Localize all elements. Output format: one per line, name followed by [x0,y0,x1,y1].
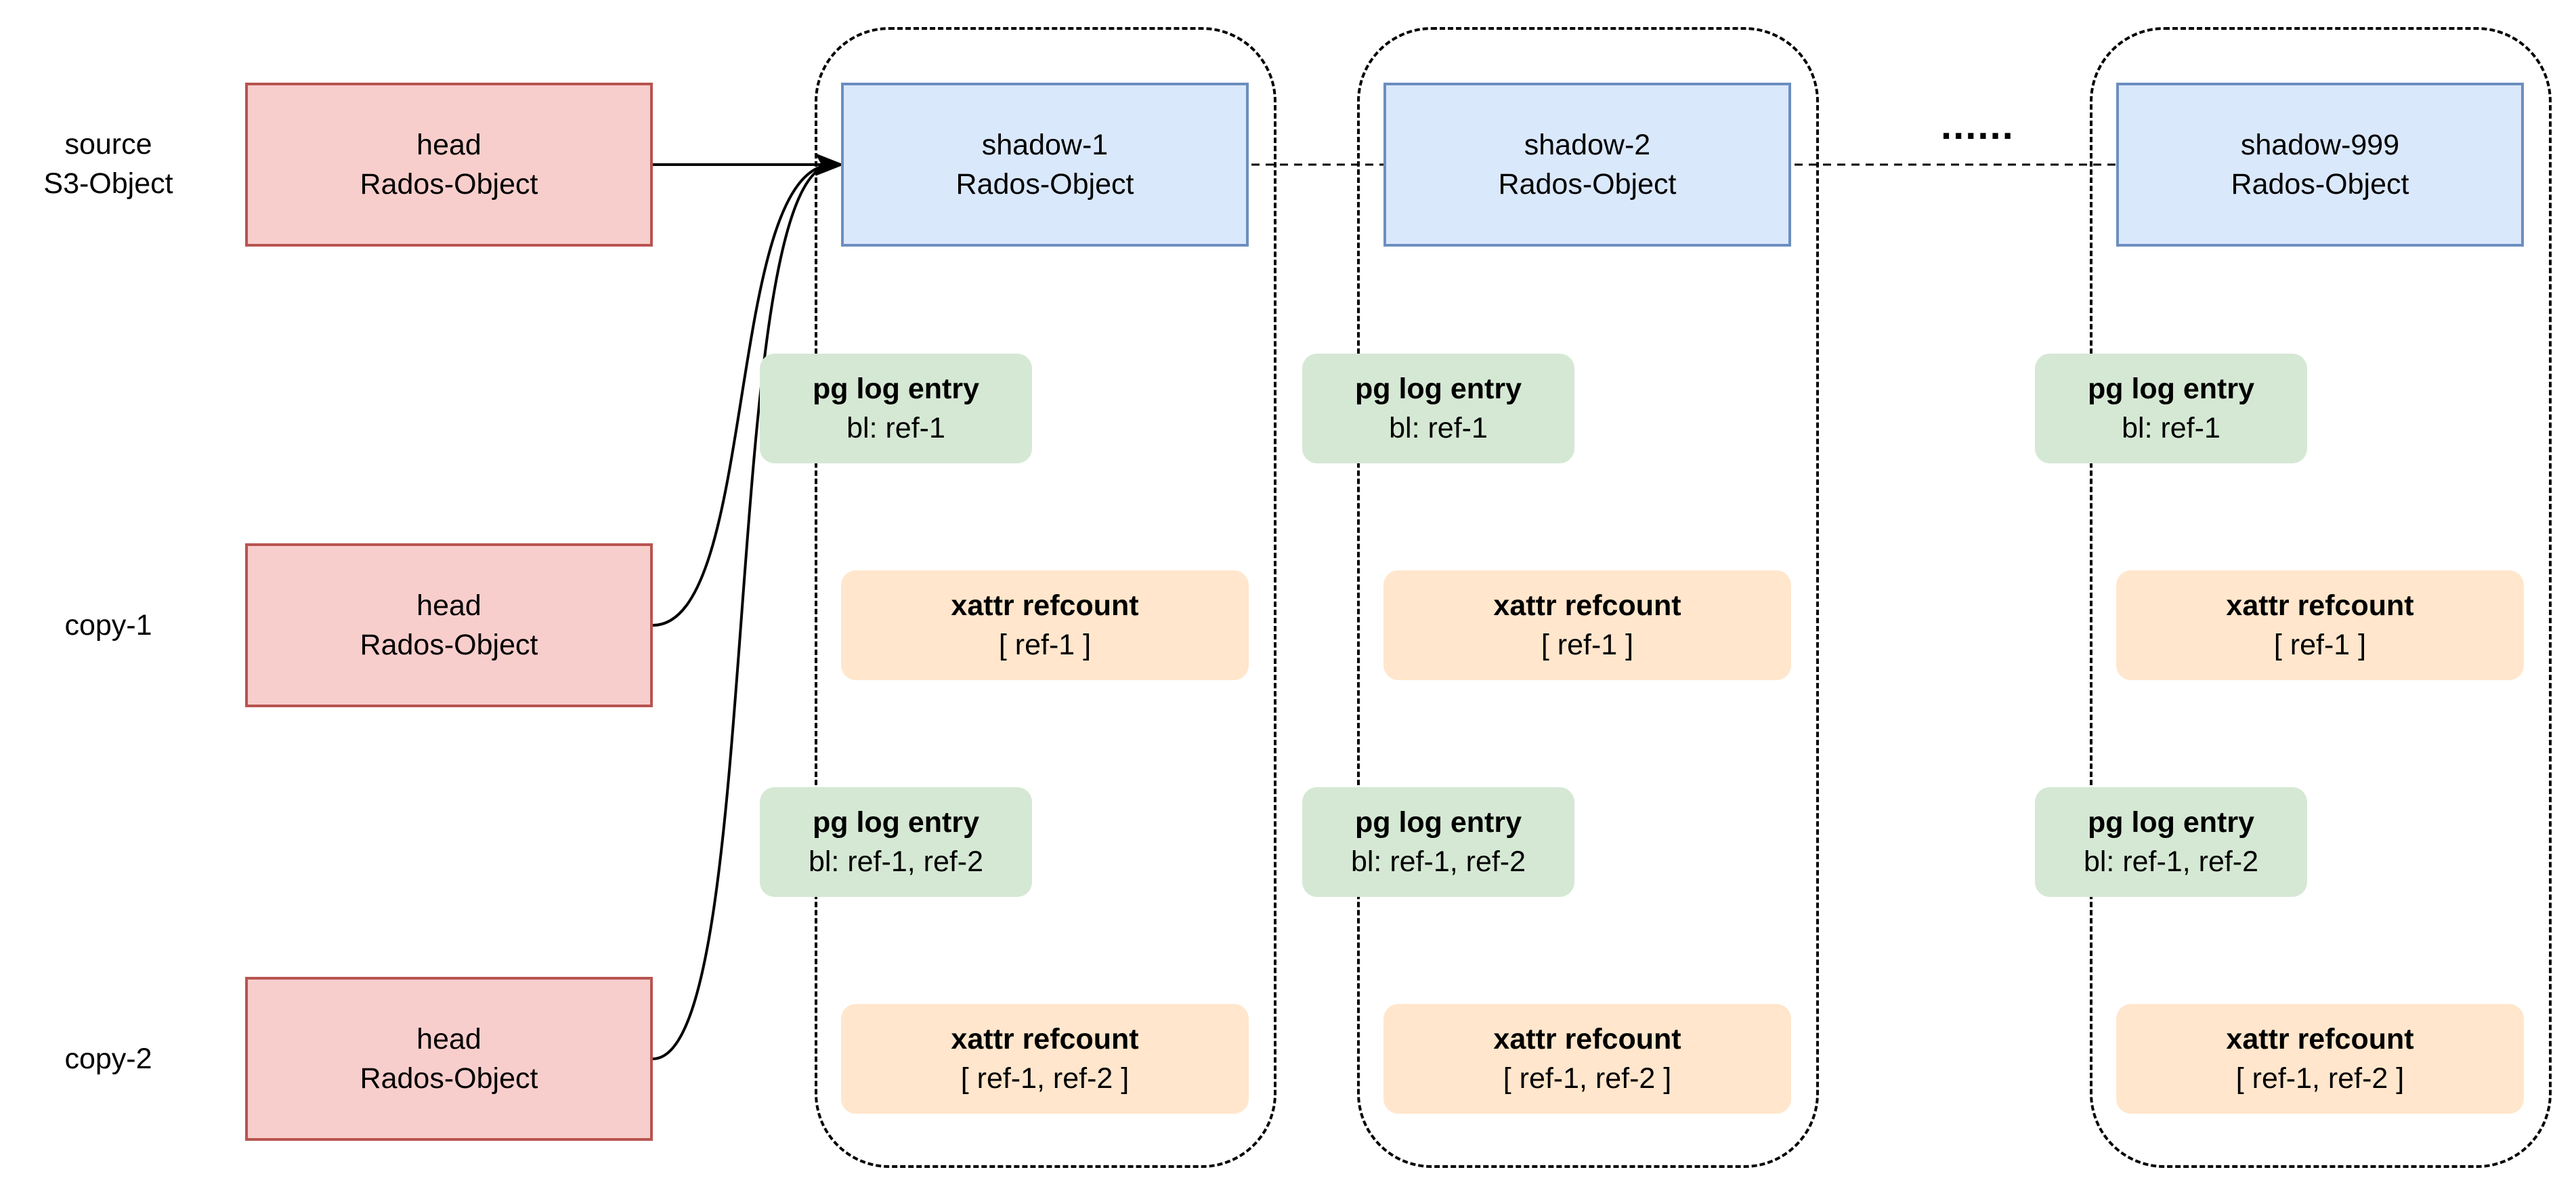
shadow-1-group [815,27,1276,1168]
shadow-999-object: shadow-999 Rados-Object [2116,83,2524,247]
pg-log-value: bl: ref-1 [2122,412,2220,444]
pg-log-title: pg log entry [812,806,980,839]
shadow-1-pg-log-entry-1: pg log entry bl: ref-1 [760,354,1032,463]
shadow-999-xattr-refcount-2: xattr refcount [ ref-1, ref-2 ] [2116,1004,2524,1114]
pg-log-title: pg log entry [1354,806,1522,839]
pg-log-title: pg log entry [812,373,980,405]
pg-log-value: bl: ref-1 [1389,412,1488,444]
row-label-source: source S3-Object [43,128,173,200]
shadow-1-object: shadow-1 Rados-Object [841,83,1249,247]
pg-log-value: bl: ref-1, ref-2 [2083,845,2259,878]
xattr-title: xattr refcount [951,589,1139,622]
shadow-999-pg-log-entry-1: pg log entry bl: ref-1 [2035,354,2307,463]
copy2-head-arrow [652,163,834,1060]
shadow-2-pg-log-entry-1: pg log entry bl: ref-1 [1302,354,1574,463]
more-shadows-ellipsis: ...... [1941,104,2015,148]
xattr-title: xattr refcount [2226,589,2414,622]
head-object-name: head [416,129,481,161]
row-label-copy-1: copy-1 [64,609,152,642]
shadow-999-xattr-refcount-1: xattr refcount [ ref-1 ] [2116,570,2524,680]
head-object-type: Rados-Object [360,629,538,661]
shadow-object-type: Rados-Object [956,168,1134,201]
shadow-2-pg-log-entry-2: pg log entry bl: ref-1, ref-2 [1302,787,1574,897]
row-label-copy-2: copy-2 [64,1043,152,1075]
xattr-value: [ ref-1, ref-2 ] [1503,1062,1672,1095]
head-object-name: head [416,1023,481,1055]
shadow-object-name: shadow-999 [2240,129,2400,161]
xattr-title: xattr refcount [1493,589,1681,622]
shadow-2-xattr-refcount-2: xattr refcount [ ref-1, ref-2 ] [1383,1004,1791,1114]
shadow-object-type: Rados-Object [1498,168,1677,201]
xattr-title: xattr refcount [1493,1023,1681,1055]
shadow-2-xattr-refcount-1: xattr refcount [ ref-1 ] [1383,570,1791,680]
xattr-value: [ ref-1 ] [998,629,1092,661]
pg-log-title: pg log entry [1354,373,1522,405]
shadow-2-group [1357,27,1819,1168]
xattr-value: [ ref-1, ref-2 ] [2235,1062,2405,1095]
shadow-1-xattr-refcount-1: xattr refcount [ ref-1 ] [841,570,1249,680]
shadow-object-type: Rados-Object [2231,168,2409,201]
copy2-head-object: head Rados-Object [245,977,653,1141]
xattr-value: [ ref-1 ] [1541,629,1634,661]
pg-log-value: bl: ref-1, ref-2 [808,845,984,878]
xattr-title: xattr refcount [951,1023,1139,1055]
head-object-name: head [416,589,481,622]
xattr-value: [ ref-1, ref-2 ] [960,1062,1130,1095]
shadow-object-name: shadow-2 [1524,129,1651,161]
xattr-value: [ ref-1 ] [2273,629,2367,661]
shadow-1-xattr-refcount-2: xattr refcount [ ref-1, ref-2 ] [841,1004,1249,1114]
pg-log-title: pg log entry [2087,806,2255,839]
source-head-object: head Rados-Object [245,83,653,247]
shadow-1-pg-log-entry-2: pg log entry bl: ref-1, ref-2 [760,787,1032,897]
copy1-head-object: head Rados-Object [245,543,653,707]
head-object-type: Rados-Object [360,1062,538,1095]
pg-log-value: bl: ref-1 [846,412,945,444]
pg-log-title: pg log entry [2087,373,2255,405]
shadow-999-pg-log-entry-2: pg log entry bl: ref-1, ref-2 [2035,787,2307,897]
xattr-title: xattr refcount [2226,1023,2414,1055]
pg-log-value: bl: ref-1, ref-2 [1350,845,1526,878]
shadow-object-name: shadow-1 [981,129,1109,161]
shadow-999-group [2090,27,2552,1168]
shadow-2-object: shadow-2 Rados-Object [1383,83,1791,247]
head-object-type: Rados-Object [360,168,538,201]
